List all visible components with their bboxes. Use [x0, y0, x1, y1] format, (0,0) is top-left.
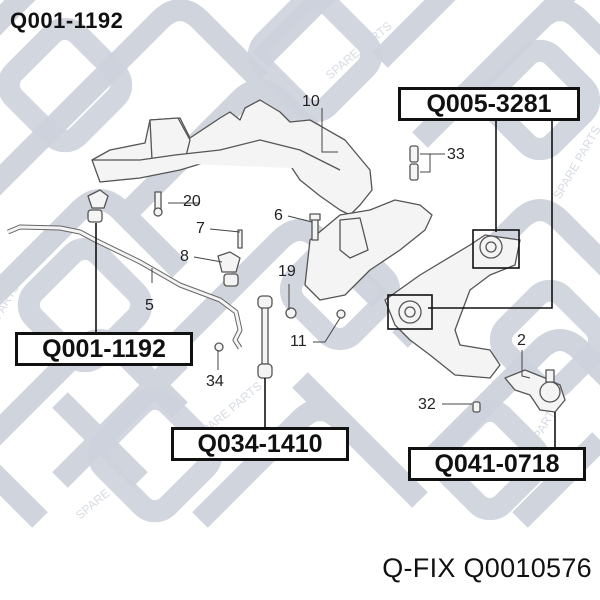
callout-34: 34	[206, 373, 224, 390]
part-label-q001-1192[interactable]: Q001-1192	[15, 332, 193, 366]
lower-control-arm	[384, 234, 521, 379]
bolt-33b	[409, 163, 419, 181]
callout-10: 10	[302, 93, 320, 110]
clamp-left	[87, 189, 109, 209]
bolt-33a	[409, 145, 419, 163]
callout-8: 8	[180, 248, 189, 265]
callout-5: 5	[145, 297, 154, 314]
callout-7: 7	[196, 220, 205, 237]
bolt-32	[472, 401, 481, 413]
callout-11: 11	[290, 333, 307, 350]
part-label-q041-0718[interactable]: Q041-0718	[408, 447, 586, 481]
stabilizer-link	[261, 301, 269, 365]
callout-33: 33	[447, 146, 465, 163]
part-label-q005-3281[interactable]: Q005-3281	[398, 87, 580, 121]
callout-6: 6	[274, 207, 283, 224]
brand-part-number: Q-FIX Q0010576	[382, 553, 592, 583]
nut-11	[336, 309, 346, 319]
callout-2: 2	[517, 332, 526, 349]
callout-32: 32	[418, 396, 436, 413]
bolt-7	[237, 229, 243, 249]
part-label-q034-1410[interactable]: Q034-1410	[171, 427, 349, 461]
callout-19: 19	[278, 263, 296, 280]
stabilizer-bar	[7, 224, 243, 350]
callout-20: 20	[183, 193, 201, 210]
clamp-right	[217, 251, 241, 273]
bolt-6	[311, 217, 319, 241]
page-title: Q001-1192	[10, 8, 124, 33]
